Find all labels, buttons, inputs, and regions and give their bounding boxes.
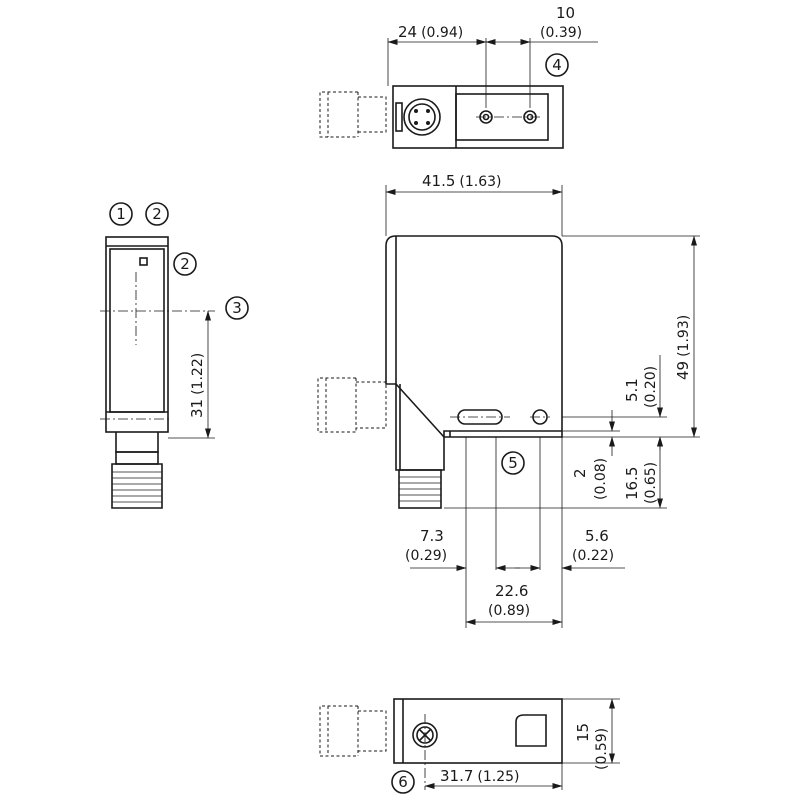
- top-view: [319, 38, 564, 149]
- dim-16-5-label: 16.5: [623, 467, 641, 500]
- callout-4-label: 4: [552, 56, 562, 74]
- callout-6: [391, 770, 415, 794]
- dim-7-3-inch-label: (0.29): [405, 548, 447, 564]
- dim-5-6-inch-label: (0.22): [572, 548, 614, 564]
- dim-7-3-label: 7.3: [420, 527, 444, 545]
- dim-2-inch-label: (0.08): [593, 458, 609, 500]
- dim-24-label: 24(0.94): [398, 23, 463, 41]
- dim-2-label: 2: [571, 468, 589, 478]
- dim-31-label: 31(1.22): [188, 353, 206, 418]
- callout-5-label: 5: [508, 454, 518, 472]
- dim-22-6-label: 22.6: [495, 582, 528, 600]
- callout-1: [109, 202, 133, 226]
- dim-15-inch-label: (0.59): [594, 728, 610, 770]
- dim-15-label: 15: [574, 723, 592, 742]
- front-view: [317, 185, 700, 628]
- callout-3-label: 3: [232, 299, 242, 317]
- dim-31-7-label: 31.7(1.25): [440, 767, 520, 785]
- dim-5-1-inch-label: (0.20): [643, 366, 659, 408]
- dim-41-5-label: 41.5(1.63): [422, 172, 502, 190]
- callout-2-side-label: 2: [180, 255, 190, 273]
- dim-10-inch-label: (0.39): [540, 25, 582, 41]
- callout-5: [501, 451, 525, 475]
- dim-5-1-label: 5.1: [623, 378, 641, 402]
- callout-2-top: [145, 202, 169, 226]
- callout-2-side: [173, 252, 197, 276]
- callout-4: [545, 53, 569, 77]
- left-side-view: [100, 236, 215, 509]
- dim-49-label: 49(1.93): [674, 315, 692, 380]
- callout-3: [225, 296, 249, 320]
- callout-2-top-label: 2: [152, 205, 162, 223]
- callout-6-label: 6: [398, 773, 408, 791]
- dim-16-5-inch-label: (0.65): [643, 462, 659, 504]
- dim-5-6-label: 5.6: [585, 527, 609, 545]
- dim-10-label: 10: [556, 4, 575, 22]
- callout-1-label: 1: [116, 205, 126, 223]
- dim-22-6-inch-label: (0.89): [488, 603, 530, 619]
